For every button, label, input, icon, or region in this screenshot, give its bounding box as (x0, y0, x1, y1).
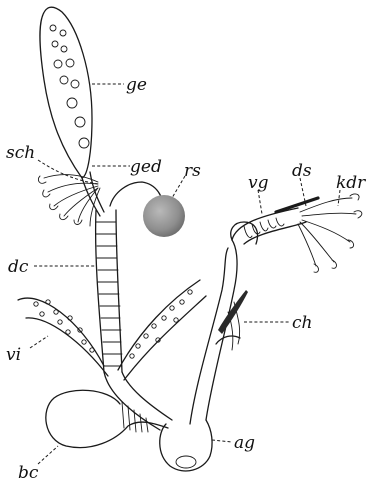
label-vi: vi (6, 345, 21, 365)
accessory-glands (298, 194, 362, 272)
label-ge: ge (126, 75, 147, 95)
leader-lines (30, 84, 340, 464)
receptaculum-seminis (143, 195, 185, 237)
label-ch: ch (292, 313, 312, 333)
label-sch: sch (6, 143, 35, 163)
germarium (40, 7, 92, 178)
label-kdr: kdr (336, 173, 366, 193)
ductus-seminalis (276, 198, 318, 212)
label-rs: rs (184, 161, 201, 181)
label-ged: ged (130, 157, 162, 177)
label-dc: dc (8, 257, 29, 277)
label-bc: bc (18, 463, 39, 483)
penis-complex (190, 208, 306, 424)
bursa-copulatrix (46, 390, 168, 447)
label-ag: ag (234, 433, 255, 453)
label-ds: ds (292, 161, 312, 181)
ductus-communis (96, 210, 172, 430)
label-vg: vg (248, 173, 269, 193)
